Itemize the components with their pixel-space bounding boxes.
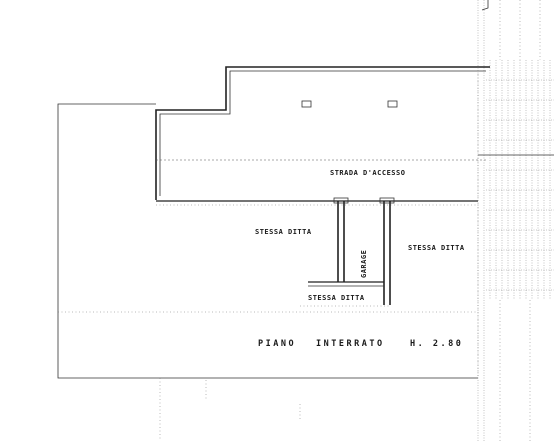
window-mark	[301, 100, 312, 108]
basement-outline	[57, 67, 479, 379]
same-owner-right-label: STESSA DITTA	[408, 244, 465, 252]
right-hatched-area	[477, 0, 554, 441]
same-owner-left-label: STESSA DITTA	[255, 228, 312, 236]
access-road-label: STRADA D'ACCESSO	[330, 169, 405, 177]
top-right-mark	[481, 0, 489, 11]
garage-label: GARAGE	[360, 250, 368, 278]
garage-outline	[300, 197, 395, 307]
window-mark	[387, 100, 398, 108]
height-label: H. 2.80	[410, 339, 463, 349]
basement-level-label: PIANO	[258, 339, 296, 349]
same-owner-bottom-label: STESSA DITTA	[308, 294, 365, 302]
upper-block-outline	[155, 66, 490, 206]
basement-level-label-2: INTERRATO	[316, 339, 385, 349]
